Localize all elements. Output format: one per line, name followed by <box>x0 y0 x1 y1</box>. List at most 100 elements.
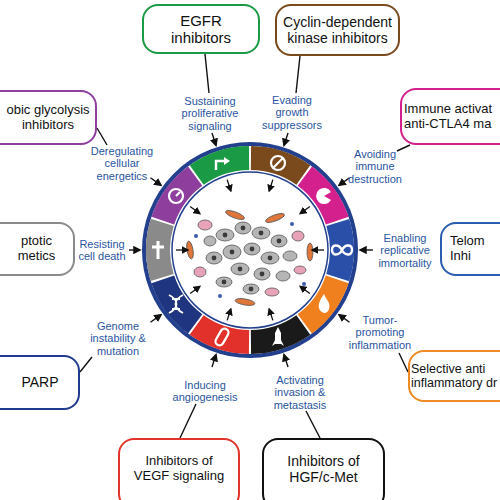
stromal-cell <box>265 212 286 224</box>
cancer-cell <box>231 263 249 275</box>
drug-box: Inhibitors of HGF/c-Met <box>262 438 385 500</box>
cancer-cell <box>244 243 260 255</box>
wheel-segment <box>134 134 366 366</box>
inner-arrow <box>227 180 231 191</box>
icon-pacman <box>316 188 331 204</box>
icon-bent-arrow <box>216 161 225 170</box>
cancer-cell <box>204 236 216 246</box>
hallmark-label: Enabling replicative immortality <box>374 232 436 269</box>
inner-arrow <box>190 207 200 214</box>
drug-box: PARP <box>0 355 80 410</box>
lymphocyte <box>194 234 198 238</box>
inner-arrow <box>312 249 324 250</box>
cancer-cell <box>206 252 222 264</box>
icon-strand <box>176 295 184 313</box>
immune-cell <box>194 267 206 277</box>
immune-cell <box>198 220 212 230</box>
wheel-segment <box>134 134 366 366</box>
nucleus <box>212 256 217 261</box>
cancer-cell <box>243 284 259 294</box>
wheel-rim <box>144 144 356 356</box>
icon-slash <box>273 158 283 168</box>
drug-label: EGFR inhibitors <box>161 12 241 47</box>
hallmark-label: Genome instability & mutation <box>86 320 151 357</box>
leader-line <box>399 353 408 372</box>
icon-rungs <box>172 299 180 309</box>
wheel-segment <box>121 121 378 378</box>
cancer-cell <box>223 245 241 259</box>
lymphocyte <box>302 282 306 286</box>
tumor-disk <box>172 172 328 328</box>
cancer-cell <box>261 252 279 264</box>
nucleus <box>260 272 265 277</box>
nucleus <box>250 247 255 252</box>
lymphocyte <box>290 222 294 226</box>
hallmark-label: Sustaining proliferative signaling <box>179 95 241 132</box>
wheel-segment <box>121 121 378 378</box>
leader-line <box>180 404 196 438</box>
genome-icon <box>169 295 183 313</box>
nucleus <box>249 287 254 292</box>
target-arrow <box>212 355 216 367</box>
cell-nuclei <box>212 226 282 292</box>
stromal-cell <box>235 297 256 306</box>
inner-arrow <box>300 286 310 293</box>
immune-cell <box>292 231 304 241</box>
cancer-cell <box>254 268 270 280</box>
icon-flame <box>319 294 330 313</box>
nucleus <box>277 239 282 244</box>
lymphocyte <box>218 294 222 298</box>
drug-box: Selective anti inflammatory dr <box>408 350 500 402</box>
icon-gauge <box>169 189 183 203</box>
drug-box: Inhibitors of VEGF signaling <box>118 438 240 500</box>
inner-arrow <box>300 207 310 214</box>
small-cells <box>194 222 306 298</box>
hallmark-label: Evading growth suppressors <box>261 94 323 131</box>
nucleus <box>259 231 264 236</box>
drug-label: Immune activat anti-CTLA4 ma <box>404 102 500 132</box>
inner-arrow <box>190 286 200 293</box>
icon-cross <box>152 241 164 259</box>
target-arrow <box>150 178 161 186</box>
nucleus <box>241 226 246 231</box>
target-arrow <box>129 249 140 250</box>
icon-fins <box>272 340 284 346</box>
inner-arrows <box>176 180 324 321</box>
cancer-cell <box>216 229 234 241</box>
drug-label: ptotic metics <box>8 234 66 264</box>
target-arrow <box>339 315 350 323</box>
target-arrow <box>284 133 288 145</box>
cancer-cell <box>252 227 270 239</box>
drug-label: Inhibitors of VEGF signaling <box>127 454 232 484</box>
immune-cell <box>265 288 279 296</box>
inner-arrow <box>269 309 273 320</box>
drug-label: PARP <box>5 374 75 390</box>
nucleus <box>238 267 243 272</box>
nucleus <box>223 233 228 238</box>
drug-box: obic glycolysis inhibitors <box>0 90 97 145</box>
leader-lines <box>80 54 410 438</box>
icon-infinity <box>332 246 352 255</box>
outer-arrows <box>129 133 373 367</box>
angiogenesis-icon <box>214 327 230 347</box>
immortality-icon <box>332 246 352 255</box>
inner-arrow <box>269 180 273 191</box>
nucleus <box>268 256 273 261</box>
drug-label: obic glycolysis inhibitors <box>2 103 94 133</box>
drug-label: Telom Inhi <box>450 234 500 264</box>
immune-icon <box>316 188 331 204</box>
drug-label: Inhibitors of HGF/c-Met <box>271 453 376 485</box>
wheel-segment <box>121 121 378 378</box>
cell-death-icon <box>152 241 164 259</box>
wheel-segment <box>134 134 366 366</box>
leader-line <box>205 54 209 93</box>
hallmark-label: Deregulating cellular energetics <box>89 145 155 182</box>
stromal-cell <box>225 209 246 221</box>
leader-line <box>397 145 410 151</box>
cancer-cell <box>271 235 287 247</box>
target-arrow <box>360 249 373 250</box>
drug-box: Telom Inhi <box>440 222 500 276</box>
hallmark-label: Tumor-promoting inflammation <box>347 314 413 351</box>
leader-line <box>296 56 300 93</box>
